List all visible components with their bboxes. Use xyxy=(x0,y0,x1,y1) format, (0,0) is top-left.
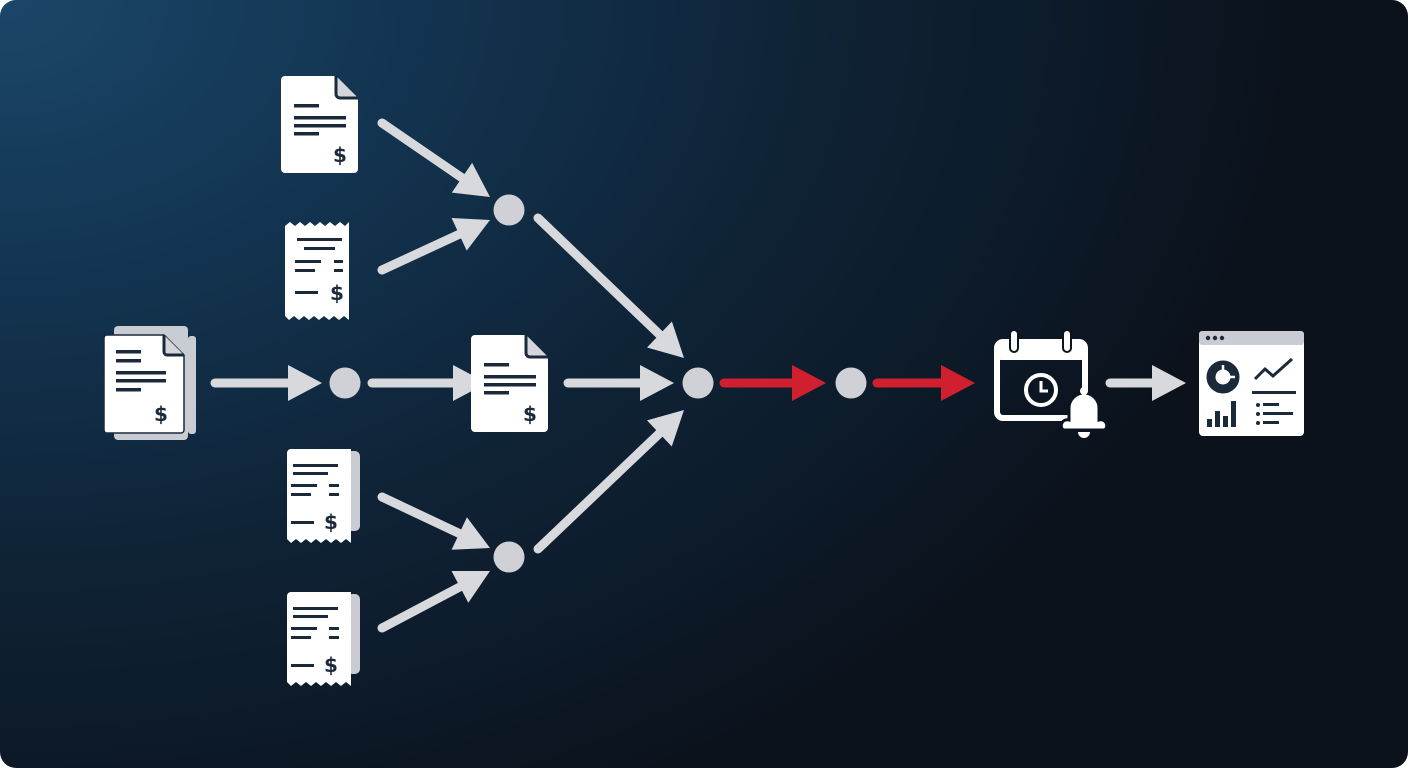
arrow-shaft xyxy=(533,213,666,341)
arrow-head xyxy=(451,570,490,603)
arrow-head xyxy=(941,365,975,401)
arrow-shaft xyxy=(533,427,666,554)
flow-arrow xyxy=(377,492,490,550)
junction-node xyxy=(682,367,714,399)
flow-arrow xyxy=(533,410,684,554)
invoice-document-icon: $ xyxy=(281,76,358,173)
arrow-head xyxy=(451,162,490,197)
receipt-icon: $ xyxy=(285,592,360,686)
arrow-shaft xyxy=(377,118,469,184)
arrows xyxy=(210,118,1186,633)
junction-node xyxy=(835,367,867,399)
flow-arrow xyxy=(377,118,490,197)
invoice-document-icon: $ xyxy=(471,335,548,432)
arrow-head xyxy=(647,321,684,358)
junction-node xyxy=(329,367,361,399)
highlight-arrow xyxy=(719,365,826,401)
receipt-icon: $ xyxy=(285,222,349,320)
dollar-sign: $ xyxy=(324,510,338,534)
dollar-sign: $ xyxy=(324,653,338,677)
arrow-head xyxy=(451,217,490,251)
dollar-sign: $ xyxy=(330,281,344,305)
arrow-head xyxy=(288,365,322,401)
junction-node xyxy=(493,541,525,573)
receipt-icon: $ xyxy=(285,449,360,543)
dollar-sign: $ xyxy=(523,402,537,426)
flow-arrow xyxy=(533,213,684,358)
arrow-head xyxy=(792,365,826,401)
arrow-head xyxy=(453,365,487,401)
flow-arrow xyxy=(1105,365,1186,401)
arrow-head xyxy=(646,410,684,447)
arrow-shaft xyxy=(377,492,466,539)
analytics-dashboard-icon xyxy=(1199,331,1304,436)
arrow-shaft xyxy=(377,581,467,633)
arrow-head xyxy=(451,517,490,550)
flow-arrow xyxy=(377,570,490,633)
arrow-shaft xyxy=(377,228,466,275)
highlight-arrow xyxy=(872,365,975,401)
flow-arrow xyxy=(210,365,322,401)
arrow-head xyxy=(1152,365,1186,401)
dollar-sign: $ xyxy=(333,143,347,167)
flow-arrow xyxy=(563,365,674,401)
flow-arrow xyxy=(377,217,490,275)
arrow-head xyxy=(640,365,674,401)
flow-arrow xyxy=(367,365,487,401)
stacked-invoices-icon: $ xyxy=(103,326,196,440)
junction-node xyxy=(493,194,525,226)
dollar-sign: $ xyxy=(154,402,168,426)
calendar-clock-bell-icon xyxy=(994,329,1109,438)
junction-nodes xyxy=(329,194,867,573)
